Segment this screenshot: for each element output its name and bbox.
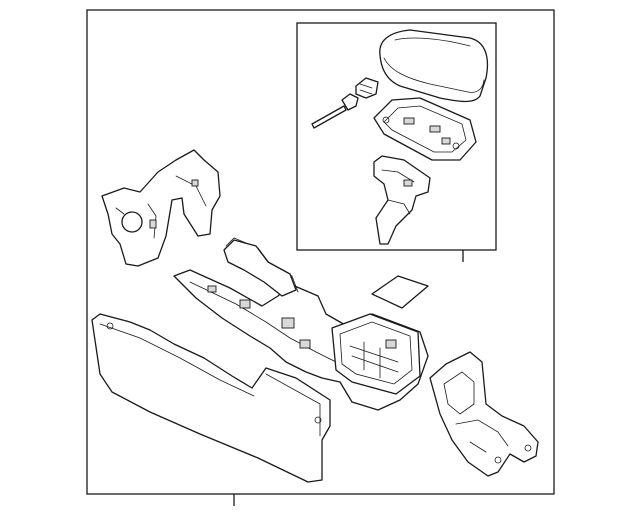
lid-bracket[interactable] xyxy=(373,155,431,245)
hinge-clip[interactable] xyxy=(341,93,359,111)
mat-pad[interactable] xyxy=(371,275,429,309)
storage-bin[interactable] xyxy=(331,313,421,395)
outer-frame xyxy=(86,9,555,506)
front-bracket[interactable] xyxy=(101,149,221,267)
armrest-lid[interactable] xyxy=(379,29,489,103)
latch[interactable] xyxy=(355,77,379,99)
lid-hinge-pin[interactable] xyxy=(311,105,347,129)
lid-base-plate[interactable] xyxy=(373,97,477,161)
rear-bracket[interactable] xyxy=(429,351,539,477)
side-panel[interactable] xyxy=(91,313,331,483)
inset-frame xyxy=(296,22,497,262)
